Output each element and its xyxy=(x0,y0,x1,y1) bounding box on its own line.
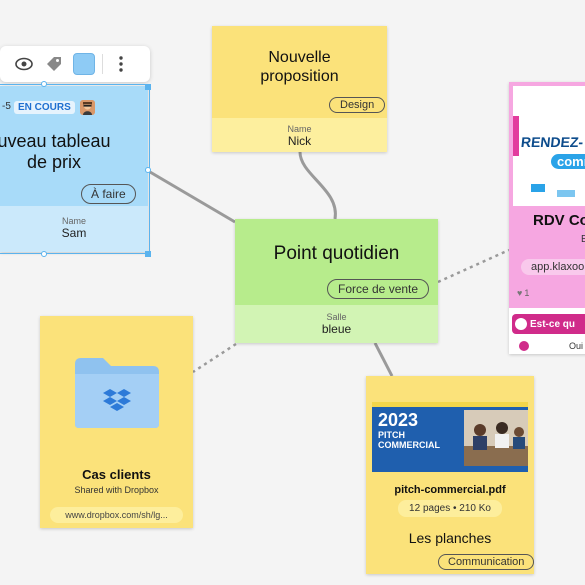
card-title: Point quotidien xyxy=(273,243,400,264)
field-label: Name xyxy=(287,124,312,134)
tag-force-de-vente[interactable]: Force de vente xyxy=(327,279,430,299)
card-link[interactable]: www.dropbox.com/sh/lg... xyxy=(50,507,183,523)
card-link[interactable]: app.klaxoo xyxy=(521,259,585,275)
field-value: Sam xyxy=(61,226,87,240)
resize-handle[interactable] xyxy=(41,251,47,257)
pdf-preview: 2023 PITCH COMMERCIAL xyxy=(372,402,528,472)
tag-icon[interactable] xyxy=(42,52,66,76)
resize-handle[interactable] xyxy=(41,81,47,87)
card-nouveau-tableau-de-prix[interactable]: -5 EN COURS uveau tableau de prix À fair… xyxy=(0,86,148,252)
preview-stripe xyxy=(372,402,528,407)
status-badge: EN COURS xyxy=(14,101,75,114)
connector-blue-to-green xyxy=(149,170,236,224)
preview-line1: PITCH xyxy=(378,430,405,440)
card-id: -5 xyxy=(2,101,11,112)
event-image: RENDEZ- comm xyxy=(513,86,585,206)
connector-top-to-green xyxy=(298,151,337,220)
image-text-line1: RENDEZ- xyxy=(520,134,585,150)
app-icon xyxy=(519,341,529,351)
heart-icon: ♥ xyxy=(517,288,523,298)
card-les-planches[interactable]: 2023 PITCH COMMERCIAL pitch-commercial.p… xyxy=(366,376,535,574)
preview-line2: COMMERCIAL xyxy=(378,440,440,450)
file-meta: 12 pages • 210 Ko xyxy=(398,500,502,517)
card-subtitle: Shared with Dropbox xyxy=(74,485,159,495)
card-footer: Name Nick xyxy=(212,118,387,152)
card-rdv[interactable]: RENDEZ- comm RDV Co E app.klaxoo ♥ 1 Est… xyxy=(509,82,585,354)
likes[interactable]: ♥ 1 xyxy=(517,288,529,298)
card-point-quotidien[interactable]: Point quotidien Force de vente Salle ble… xyxy=(235,219,438,343)
tag-label: Communication xyxy=(438,554,535,570)
image-shape xyxy=(531,184,545,192)
answer-text: Oui xyxy=(569,341,584,351)
card-footer: Name Sam xyxy=(0,206,148,252)
file-name: pitch-commercial.pdf xyxy=(394,484,506,496)
card-nouvelle-proposition[interactable]: Nouvelle proposition Design Name Nick xyxy=(212,26,387,152)
color-swatch-button[interactable] xyxy=(72,52,96,76)
card-title-line2: de prix xyxy=(26,152,82,172)
connector-green-to-dropbox xyxy=(192,342,237,374)
card-subtitle: E xyxy=(581,234,585,245)
tag-label: Design xyxy=(329,97,386,113)
field-label: Salle xyxy=(326,312,347,322)
tag-communication[interactable]: Communication xyxy=(438,552,535,570)
likes-count: 1 xyxy=(524,288,530,298)
toolbar-divider xyxy=(102,54,103,74)
tag-label: À faire xyxy=(81,184,136,204)
resize-handle[interactable] xyxy=(145,251,151,257)
field-value: Nick xyxy=(287,134,312,148)
eye-icon[interactable] xyxy=(12,52,36,76)
card-title: Les planches xyxy=(408,530,492,546)
card-title-line1: uveau tableau xyxy=(0,131,111,151)
resize-handle[interactable] xyxy=(145,84,151,90)
card-toolbar xyxy=(0,46,150,82)
card-title-line2: proposition xyxy=(260,68,339,85)
image-shape xyxy=(513,116,519,156)
card-title-line1: Nouvelle xyxy=(268,49,331,66)
folder-icon xyxy=(73,354,161,435)
field-label: Name xyxy=(61,216,86,226)
more-icon[interactable] xyxy=(109,52,133,76)
tag-design[interactable]: Design xyxy=(329,95,386,113)
preview-year: 2023 xyxy=(378,410,419,430)
tag-a-faire[interactable]: À faire xyxy=(81,184,136,204)
card-title: Cas clients xyxy=(82,467,151,482)
tag-label: Force de vente xyxy=(327,279,430,299)
card-footer: Salle bleue xyxy=(235,305,438,343)
connector-green-to-pink xyxy=(437,248,510,284)
field-value: bleue xyxy=(321,322,352,336)
color-swatch xyxy=(73,53,95,75)
question-banner[interactable]: Est-ce qu xyxy=(512,314,585,334)
avatar xyxy=(80,100,95,115)
card-cas-clients[interactable]: Cas clients Shared with Dropbox www.drop… xyxy=(40,316,193,528)
connector-green-to-pitch xyxy=(373,342,394,377)
team-photo xyxy=(464,410,528,466)
question-text: Est-ce qu xyxy=(530,318,576,330)
connect-handle[interactable] xyxy=(145,167,151,173)
klaxoon-icon xyxy=(515,318,527,330)
image-text-line2: comm xyxy=(551,154,585,169)
image-shape xyxy=(557,190,575,197)
card-title: RDV Co xyxy=(533,212,585,229)
